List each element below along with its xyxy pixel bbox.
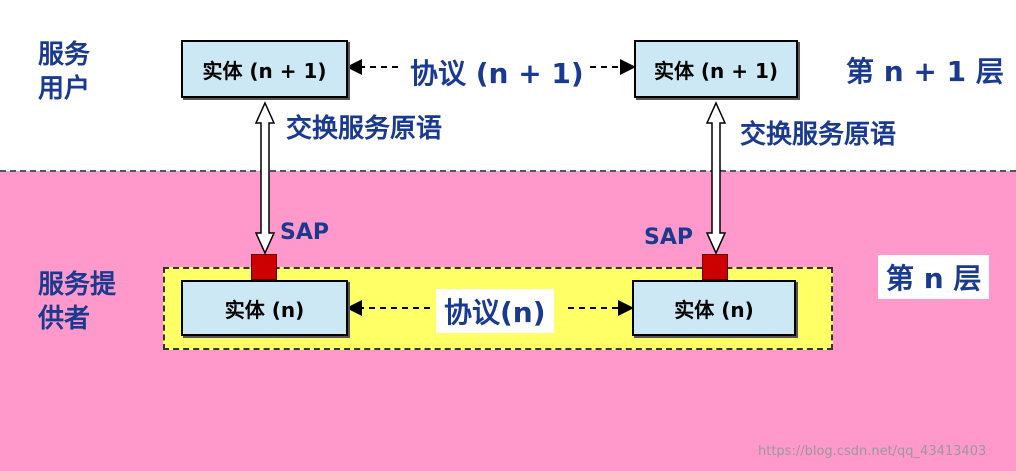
entity-n-left: 实体 (n) <box>181 280 348 336</box>
exchange-primitive-label-right: 交换服务原语 <box>740 120 897 150</box>
exchange-primitive-label-left: 交换服务原语 <box>286 114 443 144</box>
primitive-arrow-right <box>705 101 727 255</box>
sap-point-right <box>702 254 728 280</box>
layer-boundary-line <box>0 170 1016 172</box>
watermark-text: https://blog.csdn.net/qq_43413403 <box>758 444 987 459</box>
primitive-arrow-left <box>254 101 276 255</box>
entity-n-right: 实体 (n) <box>632 280 796 336</box>
service-user-label-line1: 服务 <box>38 40 91 70</box>
sap-point-left <box>251 254 277 280</box>
layer-n-plus-1-label: 第 n + 1 层 <box>846 55 1004 88</box>
protocol-n-plus-1-label: 协议 (n + 1) <box>410 57 584 90</box>
service-provider-label-line2: 供者 <box>38 304 91 334</box>
entity-n-plus-1-right: 实体 (n + 1) <box>634 40 798 98</box>
service-provider-label: 服务提 供者 <box>38 268 116 336</box>
protocol-n-label: 协议(n) <box>436 289 554 333</box>
sap-label-right: SAP <box>644 225 693 250</box>
entity-n-plus-1-left: 实体 (n + 1) <box>181 40 348 98</box>
service-provider-label-line1: 服务提 <box>38 270 117 300</box>
service-user-label: 服务 用户 <box>38 38 90 106</box>
layer-n-label: 第 n 层 <box>878 255 990 299</box>
service-user-label-line2: 用户 <box>38 74 91 104</box>
sap-label-left: SAP <box>280 220 329 245</box>
